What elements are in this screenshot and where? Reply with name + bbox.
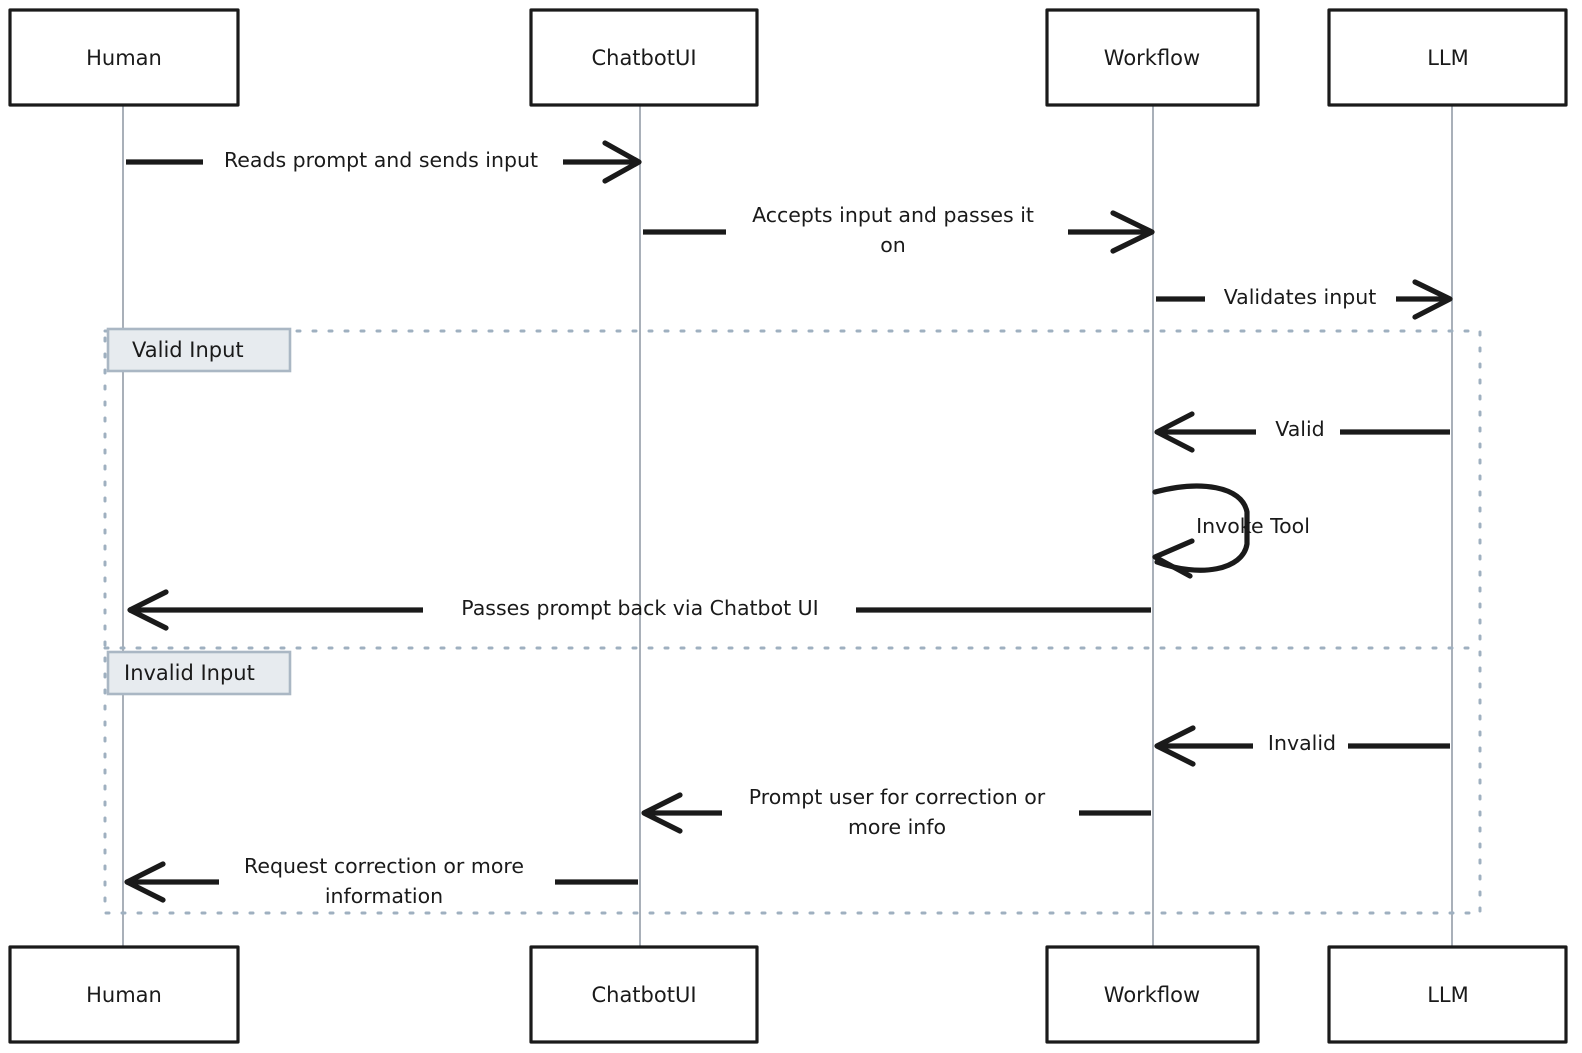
message-label-m8-line2: more info (848, 815, 946, 839)
participant-label-llm-top: LLM (1427, 46, 1469, 70)
participant-bottom-human[interactable]: Human (8, 945, 240, 1044)
participant-box-chatbotui-bottom[interactable] (529, 945, 759, 1044)
participant-box-human-top[interactable] (8, 8, 240, 107)
selfloop-path-m5 (1152, 483, 1250, 573)
message-label-m3: Validates input (1224, 285, 1377, 309)
fragment-section-invalid-input: Invalid Input (106, 650, 292, 696)
participant-label-chatbotui-top: ChatbotUI (591, 46, 696, 70)
message-valid[interactable]: Valid (1154, 411, 1450, 453)
participant-box-llm-bottom[interactable] (1327, 945, 1568, 1044)
message-label-m8-line1: Prompt user for correction or (749, 785, 1046, 809)
participant-bottom-workflow[interactable]: Workflow (1045, 945, 1260, 1044)
message-label-m9-line1: Request correction or more (244, 854, 524, 878)
participants-bottom: Human ChatbotUI Workflow LLM (8, 945, 1568, 1044)
fragment-tab-invalid-input (106, 650, 292, 696)
participant-box-chatbotui-top[interactable] (529, 8, 759, 107)
message-invalid[interactable]: Invalid (1154, 725, 1450, 767)
participant-label-human-bottom: Human (86, 983, 162, 1007)
message-label-m1: Reads prompt and sends input (224, 148, 538, 172)
participant-label-llm-bottom: LLM (1427, 983, 1469, 1007)
arrowhead-left-m8 (641, 792, 683, 834)
participant-box-workflow-top[interactable] (1045, 8, 1260, 107)
arrowhead-left-m9 (124, 861, 166, 903)
arrowhead-left-m6 (127, 589, 169, 631)
participant-box-human-bottom[interactable] (8, 945, 240, 1044)
alt-fragment: Valid Input Invalid Input (103, 327, 1482, 915)
message-validates-input[interactable]: Validates input (1156, 279, 1453, 320)
participant-top-human[interactable]: Human (8, 8, 240, 107)
participant-bottom-llm[interactable]: LLM (1327, 945, 1568, 1044)
fragment-tab-valid-input (106, 327, 292, 373)
arrowhead-right-m1 (602, 140, 642, 184)
message-prompt-user-for-correction[interactable]: Prompt user for correction or more info (641, 785, 1151, 839)
message-label-m7: Invalid (1268, 731, 1336, 755)
message-label-m6: Passes prompt back via Chatbot UI (461, 596, 818, 620)
arrowhead-right-m3 (1412, 279, 1453, 320)
participants-top: Human ChatbotUI Workflow LLM (8, 8, 1568, 107)
arrowhead-right-m2 (1110, 210, 1155, 254)
arrowhead-left-m4 (1154, 411, 1195, 453)
participant-box-llm-top[interactable] (1327, 8, 1568, 107)
participant-label-human-top: Human (86, 46, 162, 70)
message-invoke-tool[interactable]: Invoke Tool (1152, 483, 1310, 579)
message-passes-prompt-back-via-chatbot-ui[interactable]: Passes prompt back via Chatbot UI (127, 589, 1151, 631)
message-label-m5: Invoke Tool (1196, 514, 1310, 538)
fragment-label-valid-input: Valid Input (132, 338, 244, 362)
message-label-m2-line2: on (880, 233, 906, 257)
participant-bottom-chatbotui[interactable]: ChatbotUI (529, 945, 759, 1044)
message-request-correction-or-more-information[interactable]: Request correction or more information (124, 854, 638, 908)
fragment-section-valid-input: Valid Input (106, 327, 292, 373)
participant-label-workflow-top: Workflow (1104, 46, 1200, 70)
participant-label-workflow-bottom: Workflow (1104, 983, 1200, 1007)
message-label-m2-line1: Accepts input and passes it (752, 203, 1034, 227)
message-reads-prompt-and-sends-input[interactable]: Reads prompt and sends input (126, 140, 642, 184)
participant-top-workflow[interactable]: Workflow (1045, 8, 1260, 107)
participant-label-chatbotui-bottom: ChatbotUI (591, 983, 696, 1007)
message-label-m9-line2: information (325, 884, 443, 908)
arrowhead-left-m5 (1152, 538, 1195, 579)
fragment-border (103, 329, 1482, 915)
participant-top-chatbotui[interactable]: ChatbotUI (529, 8, 759, 107)
message-accepts-input-and-passes-it-on[interactable]: Accepts input and passes it on (643, 203, 1155, 257)
arrowhead-left-m7 (1154, 725, 1196, 767)
fragment-label-invalid-input: Invalid Input (124, 661, 255, 685)
lifelines-group (122, 105, 1453, 947)
message-label-m4: Valid (1275, 417, 1324, 441)
participant-top-llm[interactable]: LLM (1327, 8, 1568, 107)
participant-box-workflow-bottom[interactable] (1045, 945, 1260, 1044)
